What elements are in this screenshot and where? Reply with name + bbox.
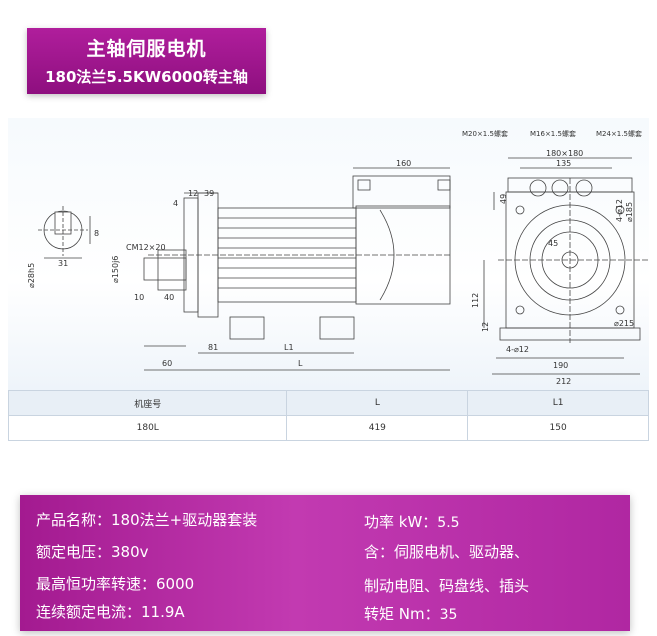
dim-39: 39: [204, 189, 214, 198]
dim-135: 135: [556, 159, 571, 168]
title-banner: 主轴伺服电机 180法兰5.5KW6000转主轴: [27, 28, 266, 94]
torque-row: 转矩 Nm：35: [364, 603, 457, 624]
col-L1: L1: [467, 390, 649, 416]
includes-label: 含：: [364, 543, 395, 561]
shaft-width-dim: 8: [94, 229, 99, 238]
dim-60: 60: [162, 359, 172, 368]
dim-180x180: 180×180: [546, 149, 583, 158]
cell-L1: 150: [467, 415, 649, 441]
side-view: [143, 167, 451, 371]
current-row: 连续额定电流：11.9A: [36, 601, 185, 622]
dim-L: L: [298, 359, 303, 368]
dim-45: 45: [548, 239, 558, 248]
torque-label: 转矩 Nm：: [364, 605, 440, 623]
includes-value-2: 制动电阻、码盘线、插头: [364, 577, 530, 595]
dim-49: 49: [499, 194, 508, 204]
product-row: 产品名称：180法兰+驱动器套装: [36, 509, 257, 530]
cell-frame: 180L: [7, 415, 288, 441]
drawing-canvas: 8 31 ⌀28h5 12 39 4 160 CM12×20 ⌀150j6 10…: [27, 129, 648, 386]
current-value: 11.9A: [141, 603, 185, 621]
power-label: 功率 kW：: [364, 513, 438, 531]
dimension-table: 机座号 L L1 180L 419 150: [7, 390, 649, 441]
power-row: 功率 kW：5.5: [364, 511, 460, 532]
includes-row: 含：伺服电机、驱动器、: [364, 541, 529, 562]
m16-label: M16×1.5螺套: [530, 129, 576, 138]
thread-dim: CM12×20: [126, 243, 166, 252]
dim-4: 4: [173, 199, 178, 208]
speed-value: 6000: [156, 575, 195, 593]
dim-212: 212: [556, 377, 571, 386]
spec-panel: 产品名称：180法兰+驱动器套装 功率 kW：5.5 额定电压：380v 含：伺…: [20, 495, 630, 631]
includes-row-2: 制动电阻、码盘线、插头: [364, 575, 529, 596]
dim-10: 10: [134, 293, 144, 302]
table-header-row: 机座号 L L1: [7, 390, 649, 416]
speed-label: 最高恒功率转速：: [36, 575, 157, 593]
torque-value: 35: [439, 607, 458, 623]
dim-160: 160: [396, 159, 411, 168]
product-value: 180法兰+驱动器套装: [111, 511, 258, 529]
m24-label: M24×1.5螺套: [596, 129, 642, 138]
dim-12: 12: [188, 189, 198, 198]
dim-190: 190: [553, 361, 568, 370]
flange-dia-dim: ⌀150j6: [111, 256, 120, 283]
col-L: L: [286, 390, 469, 416]
speed-row: 最高恒功率转速：6000: [36, 573, 194, 594]
front-view: [483, 157, 648, 375]
banner-subtitle: 180法兰5.5KW6000转主轴: [45, 68, 248, 86]
dim-L1: L1: [284, 343, 294, 352]
hole2-label: 4-⌀12: [506, 345, 529, 354]
voltage-label: 额定电压：: [36, 543, 112, 561]
table-row: 180L 419 150: [7, 415, 649, 441]
shaft-depth-dim: 31: [58, 259, 68, 268]
shaft-diameter-dim: ⌀28h5: [27, 263, 36, 288]
product-label: 产品名称：: [36, 511, 112, 529]
dim-112: 112: [471, 293, 480, 308]
cell-L: 419: [286, 415, 469, 441]
power-value: 5.5: [437, 515, 460, 531]
m20-label: M20×1.5螺套: [462, 129, 508, 138]
technical-drawing: 8 31 ⌀28h5 12 39 4 160 CM12×20 ⌀150j6 10…: [8, 118, 649, 390]
banner-title: 主轴伺服电机: [86, 38, 207, 60]
pcd-label: ⌀185: [625, 202, 634, 222]
dim-40: 40: [164, 293, 174, 302]
current-label: 连续额定电流：: [36, 603, 142, 621]
voltage-value: 380v: [111, 543, 149, 561]
dim-215: ⌀215: [614, 319, 634, 328]
includes-value: 伺服电机、驱动器、: [394, 543, 530, 561]
col-frame: 机座号: [7, 390, 288, 416]
voltage-row: 额定电压：380v: [36, 541, 149, 562]
shaft-cross-section: [38, 206, 91, 259]
dim-12-front: 12: [481, 322, 490, 332]
dim-81: 81: [208, 343, 218, 352]
hole-label: 4-⌀12: [615, 199, 624, 222]
